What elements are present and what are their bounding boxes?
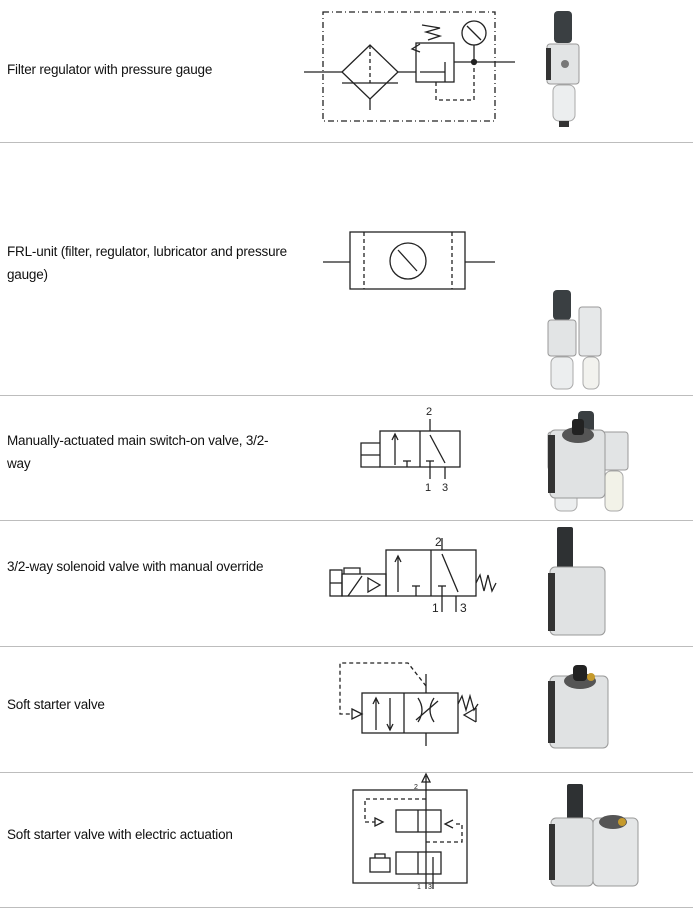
svg-text:2: 2 [435,535,442,549]
table-row: Soft starter valve with electric actuati… [0,772,693,908]
table-row: Manually-actuated main switch-on valve, … [0,395,693,521]
soft-starter-electric-product-image [549,784,639,887]
table-row: 3/2-way solenoid valve with manual overr… [0,520,693,647]
svg-text:1: 1 [425,482,431,494]
table-row: Soft starter valve [0,646,693,773]
frl-unit-symbol [323,231,495,290]
row-label: Soft starter valve with electric actuati… [7,827,233,842]
table-row: FRL-unit (filter, regulator, lubricator … [0,142,693,512]
filter-regulator-product-image [546,11,580,127]
svg-text:2: 2 [414,784,418,791]
svg-text:2: 2 [426,406,432,418]
svg-text:1: 1 [417,884,421,891]
manual-main-switch-symbol: 2 1 3 [360,406,461,494]
main-switch-product-image [548,419,606,499]
row-label: FRL-unit (filter, regulator, lubricator … [7,244,287,282]
table-row: Filter regulator with pressure gauge [0,0,693,143]
svg-text:3: 3 [428,884,432,891]
svg-text:3: 3 [442,482,448,494]
filter-regulator-symbol [304,11,515,122]
solenoid-valve-product-image [548,527,606,636]
row-label: 3/2-way solenoid valve with manual overr… [7,559,264,574]
svg-text:1: 1 [432,601,439,615]
soft-starter-product-image [548,665,609,749]
solenoid-valve-symbol: 2 1 3 [329,535,497,615]
svg-text:3: 3 [460,601,467,615]
row-label: Manually-actuated main switch-on valve, … [7,433,269,471]
soft-starter-symbol [339,662,479,746]
row-label: Filter regulator with pressure gauge [7,62,213,77]
soft-starter-electric-symbol: 2 1 3 [352,772,468,891]
row-label: Soft starter valve [7,697,105,712]
